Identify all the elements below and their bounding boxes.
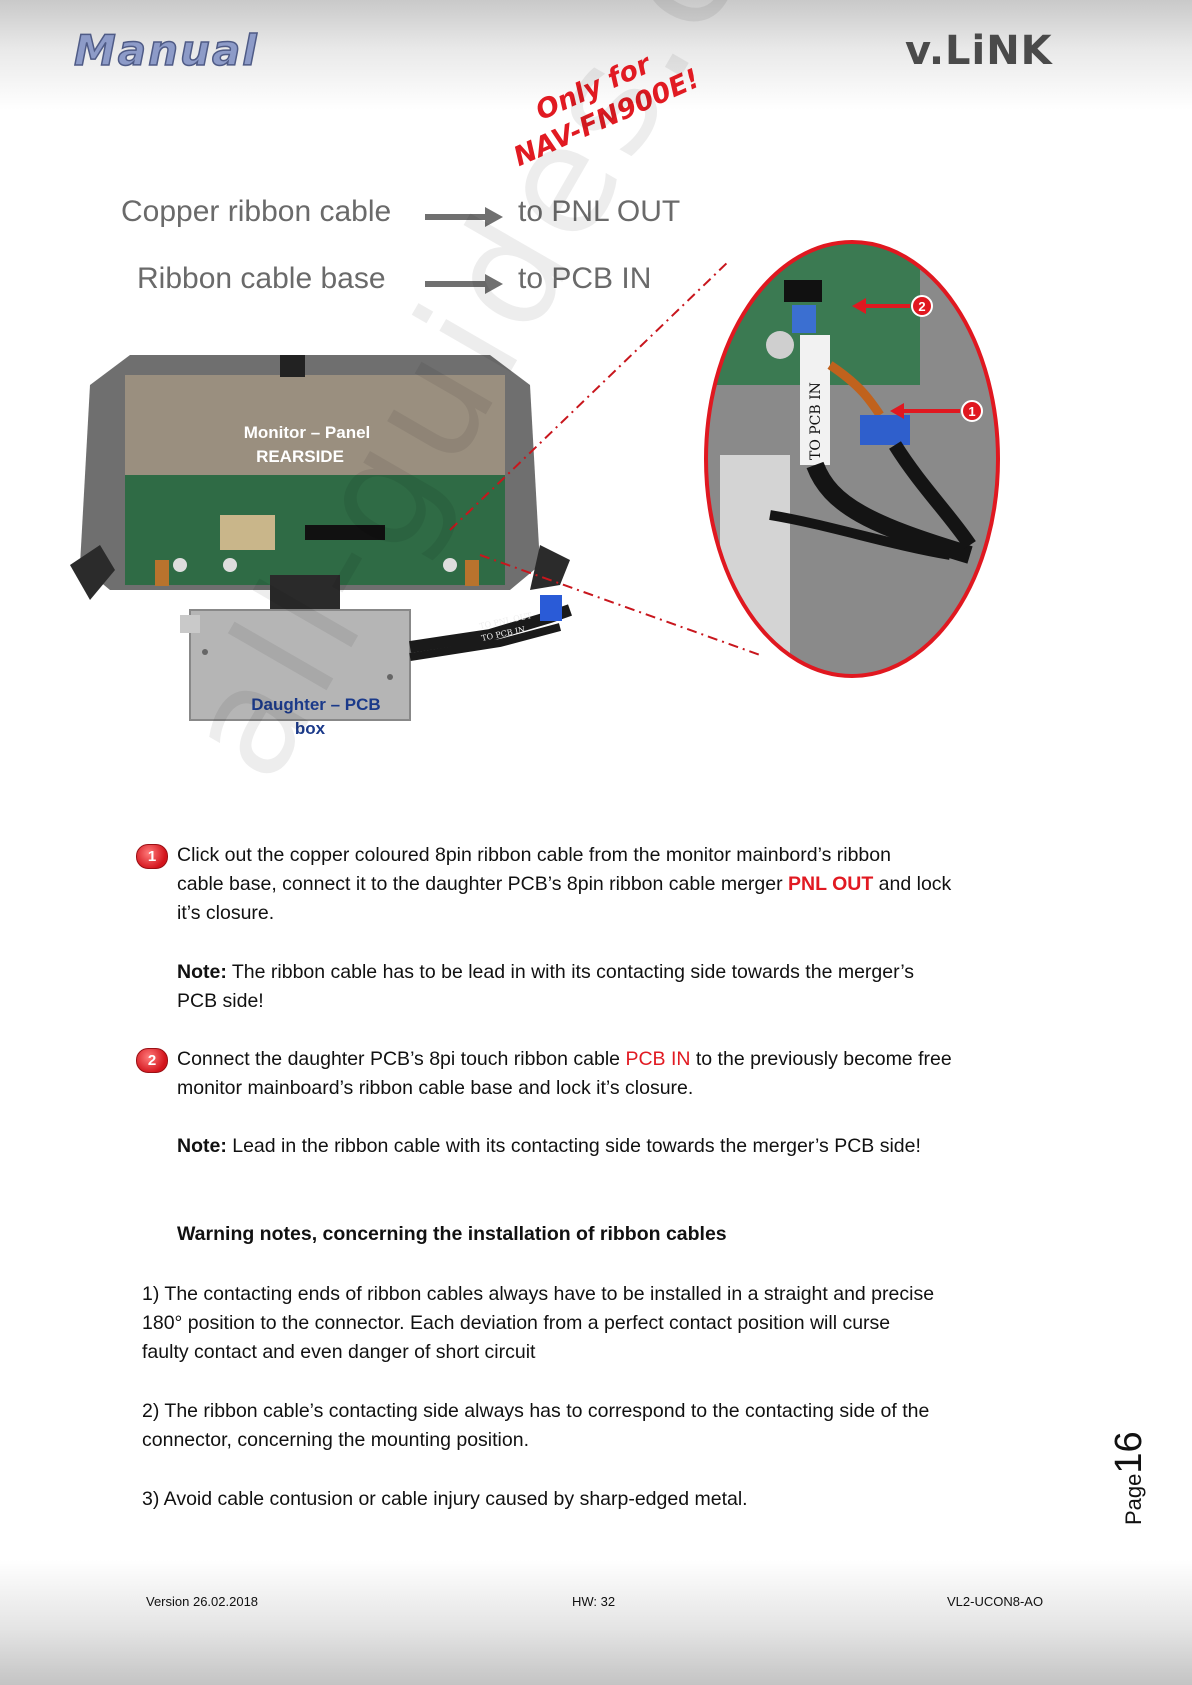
- mapping-to-1: to PNL OUT: [518, 195, 681, 228]
- daughter-label-2: box: [295, 719, 326, 738]
- monitor-label-2: REARSIDE: [256, 447, 344, 466]
- footer-band: [0, 1560, 1192, 1685]
- callout-badge-2: [911, 295, 933, 317]
- pcb-in-highlight: PCB IN: [625, 1048, 691, 1070]
- vlink-logo: v.LiNK: [905, 28, 1053, 74]
- warning-item-1: 1) The contacting ends of ribbon cables …: [142, 1283, 935, 1363]
- page-number: Page16: [1108, 1431, 1150, 1525]
- manual-logo: Manual: [73, 25, 259, 76]
- pnl-out-highlight: PNL OUT: [788, 873, 874, 895]
- step-2-note: Note: Lead in the ribbon cable with its …: [177, 1135, 921, 1157]
- mapping-from-2: Ribbon cable base: [137, 262, 386, 295]
- warning-title: Warning notes, concerning the installati…: [177, 1223, 727, 1245]
- step-2-text: Connect the daughter PCB’s 8pi touch rib…: [177, 1048, 952, 1099]
- daughter-pcb-box-image: TO PNL OUT TO PCB IN: [180, 595, 572, 721]
- zoom-line-bottom: [479, 554, 761, 656]
- monitor-label-1: Monitor – Panel: [244, 423, 371, 442]
- arrow-right-icon: [425, 274, 503, 294]
- monitor-panel-image: [70, 355, 570, 650]
- svg-text:2: 2: [918, 299, 925, 314]
- installation-photo: TO PNL OUT TO PCB IN TO PCB IN 2 1 Monit…: [70, 240, 1000, 738]
- warning-item-2: 2) The ribbon cable’s contacting side al…: [142, 1400, 930, 1451]
- step-1-text: Click out the copper coloured 8pin ribbo…: [177, 844, 952, 924]
- callout-badge-1: [961, 400, 983, 422]
- zoom-line-top: [449, 259, 731, 531]
- step-1-badge: 1: [136, 844, 168, 869]
- footer-hw: HW: 32: [572, 1594, 616, 1609]
- footer-code: VL2-UCON8-AO: [947, 1594, 1044, 1609]
- mapping-from-1: Copper ribbon cable: [121, 195, 392, 228]
- arrow-right-icon: [425, 207, 503, 227]
- step-2-badge: 2: [136, 1048, 168, 1073]
- header-band: [0, 0, 1192, 110]
- warning-item-3: 3) Avoid cable contusion or cable injury…: [142, 1488, 748, 1510]
- footer-version: Version 26.02.2018: [146, 1594, 259, 1609]
- zoom-sticker-label: TO PCB IN: [808, 382, 824, 460]
- daughter-label-1: Daughter – PCB: [251, 695, 380, 714]
- svg-text:1: 1: [968, 404, 975, 419]
- zoom-detail-image: TO PCB IN: [706, 242, 998, 676]
- mapping-to-2: to PCB IN: [518, 262, 652, 295]
- step-1-note: Note: The ribbon cable has to be lead in…: [177, 961, 915, 1012]
- zoom-circle-outline: [704, 240, 1000, 678]
